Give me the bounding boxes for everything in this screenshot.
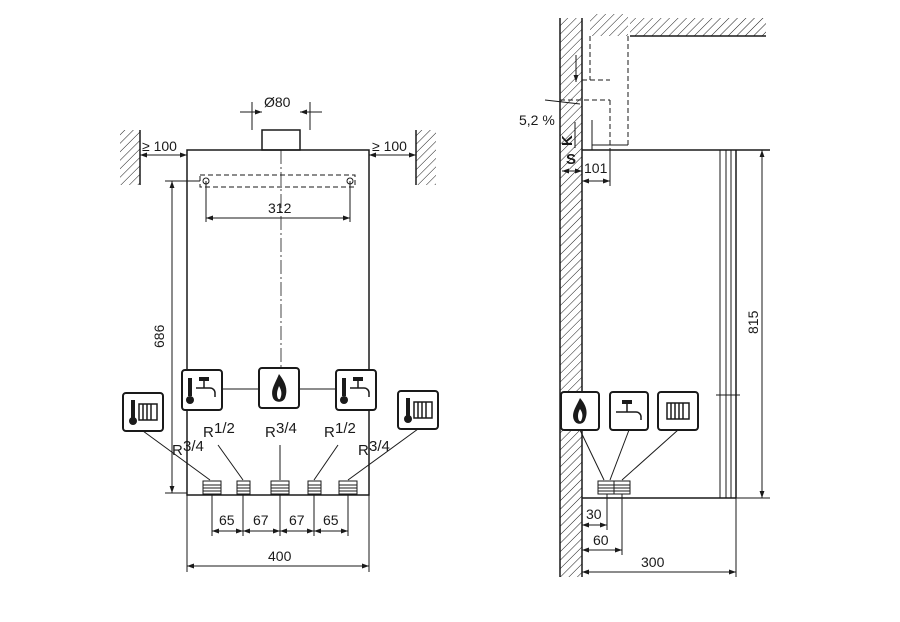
svg-text:1/2: 1/2 (214, 420, 235, 437)
leader-line (579, 429, 605, 481)
connection-spacing-dims (211, 495, 349, 536)
flue-pipe (261, 129, 301, 151)
ceiling-hatch (630, 18, 766, 36)
front-view: ≥ 100 ≥ 100 Ø80 312 686 (120, 94, 439, 572)
height-label: 686 (151, 324, 167, 348)
thread-left-outer: R 3/4 (172, 438, 204, 459)
boiler-outline (186, 149, 370, 496)
mounting-bracket (199, 174, 356, 188)
side-view: 5,2 % K S 101 815 (519, 14, 770, 577)
svg-text:3/4: 3/4 (369, 438, 390, 455)
ceiling-opening-hatch (590, 14, 628, 36)
tap-icon (609, 391, 649, 431)
gas-flame-icon (560, 391, 600, 431)
thread-right-outer: R 3/4 (358, 438, 390, 459)
slope-line (544, 99, 581, 105)
side-pipe-fittings (597, 480, 631, 495)
wall-hatch (560, 18, 582, 577)
gas-flame-icon (258, 367, 300, 409)
spacing-label-2: 67 (253, 512, 269, 528)
right-wall-hatch (416, 130, 436, 185)
leader-line (217, 444, 244, 481)
hot-water-tap-icon (335, 369, 377, 411)
depth-label: 300 (641, 554, 665, 570)
svg-text:R: R (172, 442, 183, 459)
thread-right-inner: R 1/2 (324, 420, 356, 441)
hot-water-tap-icon (181, 369, 223, 411)
leader-line (609, 429, 630, 481)
spacing-label-3: 67 (289, 512, 305, 528)
thread-center: R 3/4 (265, 420, 297, 441)
pipe-fittings (202, 480, 358, 495)
leader-line (621, 429, 679, 481)
radiator-icon (657, 391, 699, 431)
svg-text:R: R (265, 424, 276, 441)
leader-line (347, 428, 419, 481)
offset-60-label: 60 (593, 532, 609, 548)
left-wall-hatch (120, 130, 140, 185)
left-clearance-label: ≥ 100 (142, 138, 177, 154)
depth-offset-label: 101 (584, 160, 608, 176)
svg-text:1/2: 1/2 (335, 420, 356, 437)
height-label: 815 (745, 310, 761, 334)
radiator-thermometer-icon (397, 390, 439, 430)
svg-text:R: R (203, 424, 214, 441)
flue-diameter-label: Ø80 (264, 94, 291, 110)
leader-line (313, 444, 339, 481)
radiator-thermometer-icon (122, 392, 164, 432)
thread-left-inner: R 1/2 (203, 420, 235, 441)
bracket-spacing-label: 312 (268, 200, 292, 216)
width-label: 400 (268, 548, 292, 564)
spacing-label-1: 65 (219, 512, 235, 528)
svg-text:3/4: 3/4 (276, 420, 297, 437)
svg-text:R: R (358, 442, 369, 459)
svg-text:R: R (324, 424, 335, 441)
svg-text:3/4: 3/4 (183, 438, 204, 455)
label-k: K (559, 135, 576, 146)
leader-line (142, 430, 211, 481)
right-clearance-label: ≥ 100 (372, 138, 407, 154)
label-s: S (566, 151, 576, 168)
spacing-label-4: 65 (323, 512, 339, 528)
offset-30-label: 30 (586, 506, 602, 522)
slope-label: 5,2 % (519, 112, 555, 128)
